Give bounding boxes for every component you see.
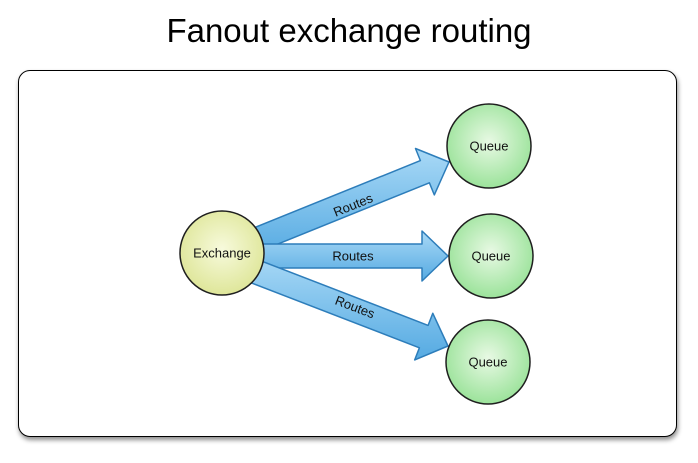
route-arrow-middle — [240, 230, 449, 282]
queue-node-top — [446, 103, 532, 189]
route-label-middle: Routes — [332, 249, 374, 264]
queue-node-bottom — [445, 319, 531, 405]
queue-node-bottom-label: Queue — [468, 355, 507, 370]
diagram-container: Routes Routes Routes Exchange Queue Queu… — [18, 70, 677, 437]
queue-node-top-label: Queue — [469, 139, 508, 154]
exchange-node-label: Exchange — [193, 246, 251, 261]
page-title: Fanout exchange routing — [166, 12, 532, 49]
diagram-svg: Routes Routes Routes Exchange Queue Queu… — [179, 103, 534, 405]
route-arrow-top — [235, 147, 450, 258]
exchange-node — [179, 210, 265, 296]
queue-node-middle — [448, 213, 534, 299]
route-arrow-bottom — [235, 254, 449, 361]
queue-node-middle-label: Queue — [471, 249, 510, 264]
